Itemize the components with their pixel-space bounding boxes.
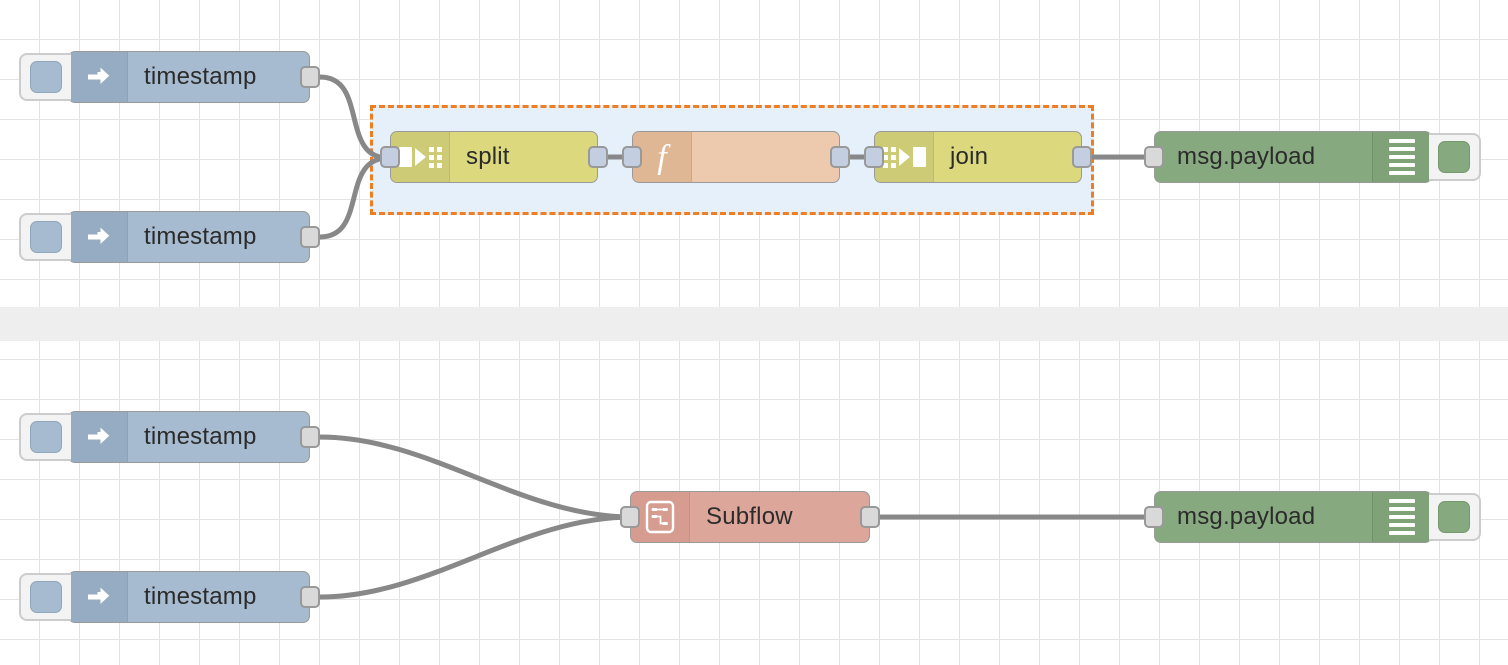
node-inject-timestamp-top-1[interactable]: timestamp — [19, 51, 320, 103]
join-icon — [875, 132, 934, 182]
debug-lines-icon — [1372, 132, 1431, 182]
inject-trigger-button-top-2[interactable] — [19, 213, 71, 261]
node-function[interactable]: f — [622, 131, 850, 183]
node-debug-msg-payload-top[interactable]: msg.payload — [1144, 131, 1481, 183]
node-inject-timestamp-bottom-2[interactable]: timestamp — [19, 571, 320, 623]
node-label: timestamp — [144, 223, 257, 250]
inject-trigger-button-bottom-2[interactable] — [19, 573, 71, 621]
node-label: timestamp — [144, 63, 257, 90]
join-triangle — [898, 148, 910, 166]
input-port[interactable] — [380, 146, 400, 168]
arrow-right-icon — [69, 52, 128, 102]
node-label — [692, 132, 839, 182]
input-port[interactable] — [864, 146, 884, 168]
node-inject-timestamp-top-2[interactable]: timestamp — [19, 211, 320, 263]
output-port[interactable] — [300, 586, 320, 608]
inject-trigger-button-top-1[interactable] — [19, 53, 71, 101]
split-icon — [391, 132, 450, 182]
input-port[interactable] — [1144, 506, 1164, 528]
inject-button-square — [30, 221, 62, 253]
output-port[interactable] — [860, 506, 880, 528]
debug-button-square — [1438, 501, 1470, 533]
output-port[interactable] — [300, 66, 320, 88]
subflow-icon — [631, 492, 690, 542]
join-dots — [882, 146, 896, 168]
arrow-right-icon — [69, 412, 128, 462]
inject-button-square — [30, 581, 62, 613]
inject-button-square — [30, 61, 62, 93]
node-subflow[interactable]: Subflow — [620, 491, 880, 543]
node-inject-timestamp-bottom-1[interactable]: timestamp — [19, 411, 320, 463]
split-dots — [428, 146, 442, 168]
join-square — [912, 147, 926, 167]
svg-text:f: f — [657, 139, 671, 176]
output-port[interactable] — [830, 146, 850, 168]
output-port[interactable] — [1072, 146, 1092, 168]
node-debug-msg-payload-bottom[interactable]: msg.payload — [1144, 491, 1481, 543]
node-label: msg.payload — [1177, 503, 1316, 530]
node-join[interactable]: join — [864, 131, 1092, 183]
split-triangle — [414, 148, 426, 166]
debug-toggle-button-bottom[interactable] — [1429, 493, 1481, 541]
debug-toggle-button-top[interactable] — [1429, 133, 1481, 181]
node-label: timestamp — [144, 583, 257, 610]
input-port[interactable] — [1144, 146, 1164, 168]
node-split[interactable]: split — [380, 131, 608, 183]
node-label: timestamp — [144, 423, 257, 450]
arrow-right-icon — [69, 212, 128, 262]
node-label: Subflow — [706, 503, 793, 530]
input-port[interactable] — [622, 146, 642, 168]
inject-trigger-button-bottom-1[interactable] — [19, 413, 71, 461]
wire-inject-bot-1-to-subflow — [317, 434, 635, 520]
output-port[interactable] — [300, 226, 320, 248]
node-label: join — [950, 143, 989, 170]
arrow-right-icon — [69, 572, 128, 622]
debug-lines-icon — [1372, 492, 1431, 542]
node-label: msg.payload — [1177, 143, 1316, 170]
node-label: split — [466, 143, 510, 170]
input-port[interactable] — [620, 506, 640, 528]
split-square — [398, 147, 412, 167]
output-port[interactable] — [300, 426, 320, 448]
inject-button-square — [30, 421, 62, 453]
debug-button-square — [1438, 141, 1470, 173]
function-f-icon: f — [633, 132, 692, 182]
workspace-separator — [0, 307, 1508, 341]
output-port[interactable] — [588, 146, 608, 168]
wire-inject-bot-2-to-subflow — [317, 514, 635, 600]
